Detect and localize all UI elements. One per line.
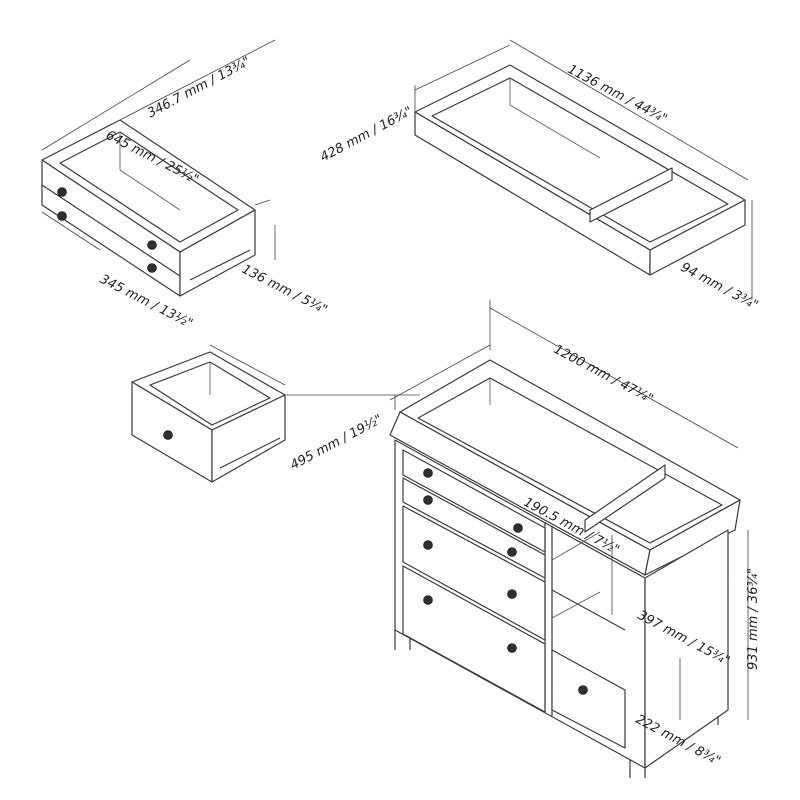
dresser-illustration [389,300,749,778]
large-drawer-illustration [131,344,420,483]
small-drawer-illustration [41,39,276,297]
changing-tray-illustration [414,39,753,300]
label-dresser-height: 931 mm / 36¾" [746,567,761,670]
